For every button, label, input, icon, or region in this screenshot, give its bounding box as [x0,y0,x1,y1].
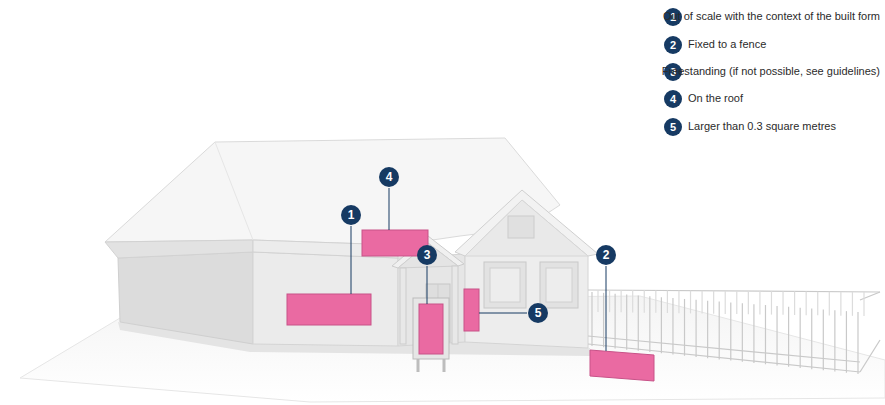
callout-number: 3 [417,245,437,265]
legend-number: 4 [664,90,682,108]
callout-number: 1 [341,205,361,225]
legend-text: Fixed to a fence [688,37,766,51]
legend-number: 5 [664,118,682,136]
legend-text: Out of scale with the context of the bui… [663,9,880,23]
fence-sign [590,350,654,381]
door-sign [464,289,479,331]
callout-number: 4 [379,167,399,187]
legend-text: Larger than 0.3 square metres [688,119,836,133]
wall-sign [287,294,371,325]
callout-number: 2 [596,245,616,265]
callout-number: 5 [528,303,548,323]
leader-lines [351,188,606,351]
legend-number: 2 [664,36,682,54]
legend-text: On the roof [688,91,743,105]
legend-text: Freestanding (if not possible, see guide… [662,64,880,78]
freestanding-sign [419,304,443,354]
